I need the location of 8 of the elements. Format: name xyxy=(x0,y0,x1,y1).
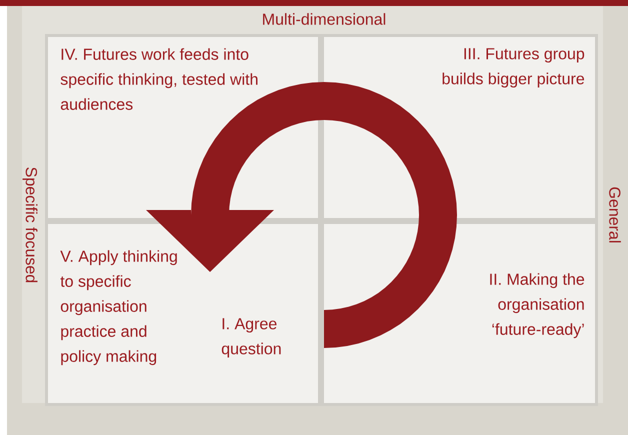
step-text: III. Futures group builds bigger picture xyxy=(442,48,584,88)
axis-label: Multi-dimensional xyxy=(263,13,386,25)
step-text: II. Making the organisation ‘future-ready’ xyxy=(490,273,584,338)
step-text: V. Apply thinking to specific organisation practice and policy making xyxy=(60,250,177,366)
axis-label: Specific focused xyxy=(22,167,38,282)
step-text: IV. Futures work feeds into specific thinking, tested with audiences xyxy=(60,48,258,110)
step-text: I. Agree question xyxy=(222,318,281,358)
axis-label: General xyxy=(609,187,621,242)
